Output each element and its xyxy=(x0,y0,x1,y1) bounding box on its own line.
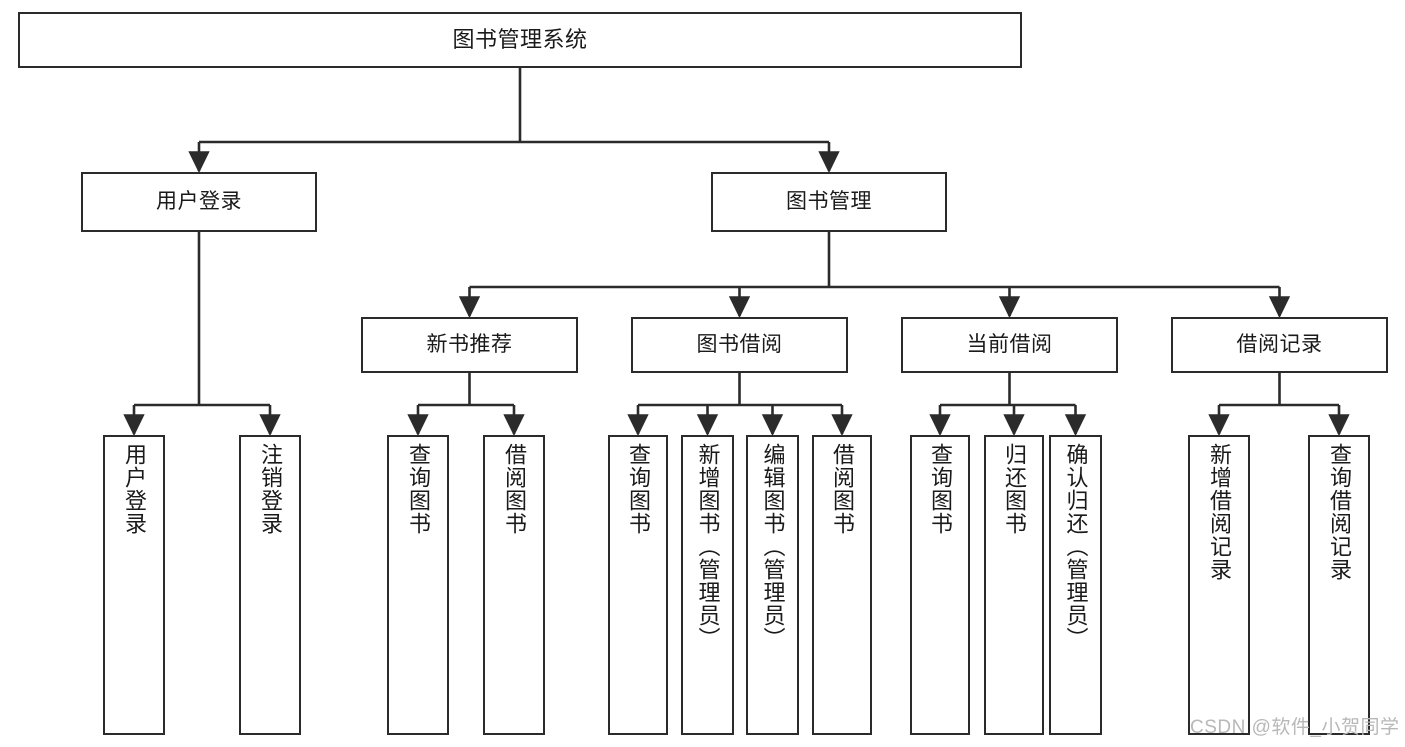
node-label-leaf-bb-query: 查询图书 xyxy=(625,443,651,535)
node-leaf-br-query[interactable]: 查询借阅记录 xyxy=(1308,435,1370,735)
node-new-book-rec[interactable]: 新书推荐 xyxy=(361,317,578,373)
node-label-book-manage: 图书管理 xyxy=(786,190,872,214)
node-label-book-borrow: 图书借阅 xyxy=(696,333,783,357)
node-leaf-user-login[interactable]: 用户登录 xyxy=(103,435,165,735)
node-leaf-bb-add[interactable]: 新增图书（管理员） xyxy=(681,435,734,735)
node-leaf-cb-query[interactable]: 查询图书 xyxy=(910,435,970,735)
node-label-current-borrow: 当前借阅 xyxy=(966,333,1053,357)
node-leaf-cb-return[interactable]: 归还图书 xyxy=(984,435,1044,735)
node-label-leaf-rec-borrow: 借阅图书 xyxy=(501,443,527,535)
node-leaf-rec-borrow[interactable]: 借阅图书 xyxy=(483,435,545,735)
node-leaf-bb-edit[interactable]: 编辑图书（管理员） xyxy=(746,435,799,735)
node-label-leaf-br-query: 查询借阅记录 xyxy=(1326,443,1352,581)
node-label-leaf-rec-query: 查询图书 xyxy=(405,443,431,535)
node-current-borrow[interactable]: 当前借阅 xyxy=(901,317,1118,373)
watermark-text: CSDN @软件_小贺同学 xyxy=(1190,717,1400,738)
node-leaf-rec-query[interactable]: 查询图书 xyxy=(387,435,449,735)
node-leaf-bb-query[interactable]: 查询图书 xyxy=(608,435,668,735)
node-label-leaf-cb-query: 查询图书 xyxy=(927,443,953,535)
node-label-user-login: 用户登录 xyxy=(156,190,242,214)
node-user-login[interactable]: 用户登录 xyxy=(81,172,317,232)
node-book-borrow[interactable]: 图书借阅 xyxy=(631,317,848,373)
node-leaf-user-logout[interactable]: 注销登录 xyxy=(239,435,301,735)
node-label-leaf-bb-borrow: 借阅图书 xyxy=(829,443,855,535)
node-borrow-record[interactable]: 借阅记录 xyxy=(1171,317,1388,373)
node-root[interactable]: 图书管理系统 xyxy=(18,12,1022,68)
node-label-leaf-cb-confirm: 确认归还（管理员） xyxy=(1063,443,1089,650)
node-label-leaf-bb-edit: 编辑图书（管理员） xyxy=(760,443,786,650)
node-leaf-bb-borrow[interactable]: 借阅图书 xyxy=(812,435,872,735)
node-label-leaf-cb-return: 归还图书 xyxy=(1001,443,1027,535)
node-label-borrow-record: 借阅记录 xyxy=(1236,333,1323,357)
node-label-root: 图书管理系统 xyxy=(452,26,588,52)
node-leaf-cb-confirm[interactable]: 确认归还（管理员） xyxy=(1049,435,1102,735)
node-book-manage[interactable]: 图书管理 xyxy=(711,172,947,232)
node-label-leaf-bb-add: 新增图书（管理员） xyxy=(695,443,721,650)
node-label-leaf-user-logout: 注销登录 xyxy=(257,443,283,535)
node-leaf-br-add[interactable]: 新增借阅记录 xyxy=(1188,435,1250,735)
node-label-leaf-br-add: 新增借阅记录 xyxy=(1206,443,1232,581)
node-label-new-book-rec: 新书推荐 xyxy=(426,333,513,357)
node-label-leaf-user-login: 用户登录 xyxy=(121,443,147,535)
